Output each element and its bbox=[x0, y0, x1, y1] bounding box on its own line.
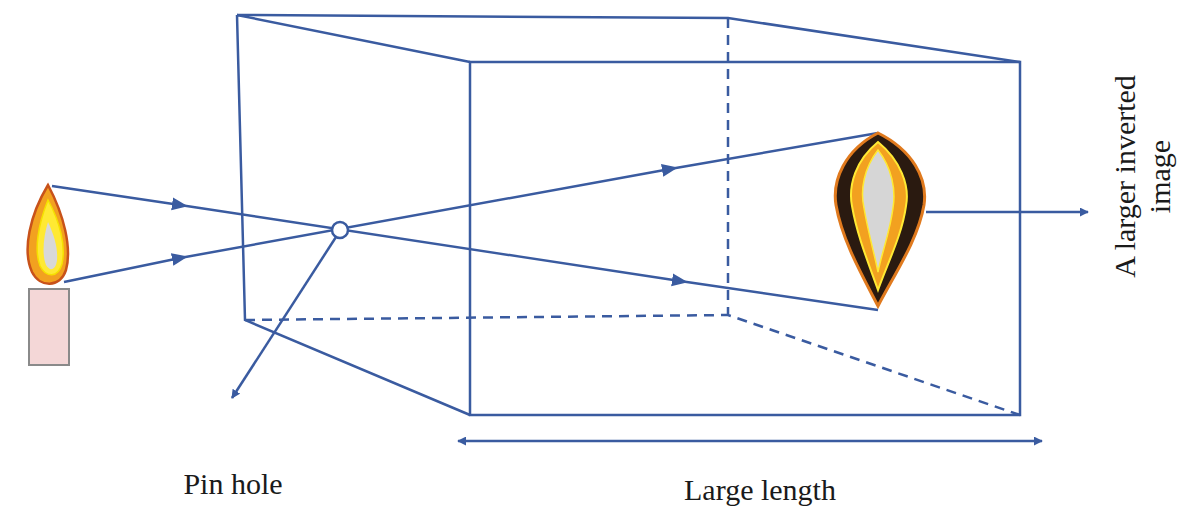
ray-top bbox=[52, 186, 878, 310]
image-label: A larger inverted image bbox=[1108, 69, 1177, 284]
pin-hole-label: Pin hole bbox=[123, 467, 343, 502]
light-rays bbox=[52, 133, 878, 310]
length-dimension bbox=[458, 440, 1042, 443]
inverted-image bbox=[835, 133, 924, 306]
box bbox=[237, 15, 1020, 415]
box-top-edge bbox=[237, 15, 1020, 62]
flame-inner bbox=[37, 200, 63, 275]
box-front-face bbox=[470, 62, 1020, 415]
candle-body bbox=[29, 289, 69, 365]
pin-hole-leader bbox=[232, 237, 336, 398]
ray-bottom bbox=[64, 133, 878, 282]
image-flame-inner bbox=[851, 142, 907, 290]
flame-core bbox=[44, 222, 58, 269]
image-flame-core bbox=[863, 150, 894, 272]
image-flame bbox=[835, 133, 924, 306]
image-leader bbox=[926, 211, 1088, 214]
candle bbox=[28, 185, 69, 365]
box-hidden-edges bbox=[245, 18, 1020, 415]
length-label: Large length bbox=[610, 473, 910, 508]
candle-flame bbox=[28, 185, 68, 284]
box-left-face bbox=[237, 15, 470, 415]
pin-hole bbox=[332, 222, 348, 238]
